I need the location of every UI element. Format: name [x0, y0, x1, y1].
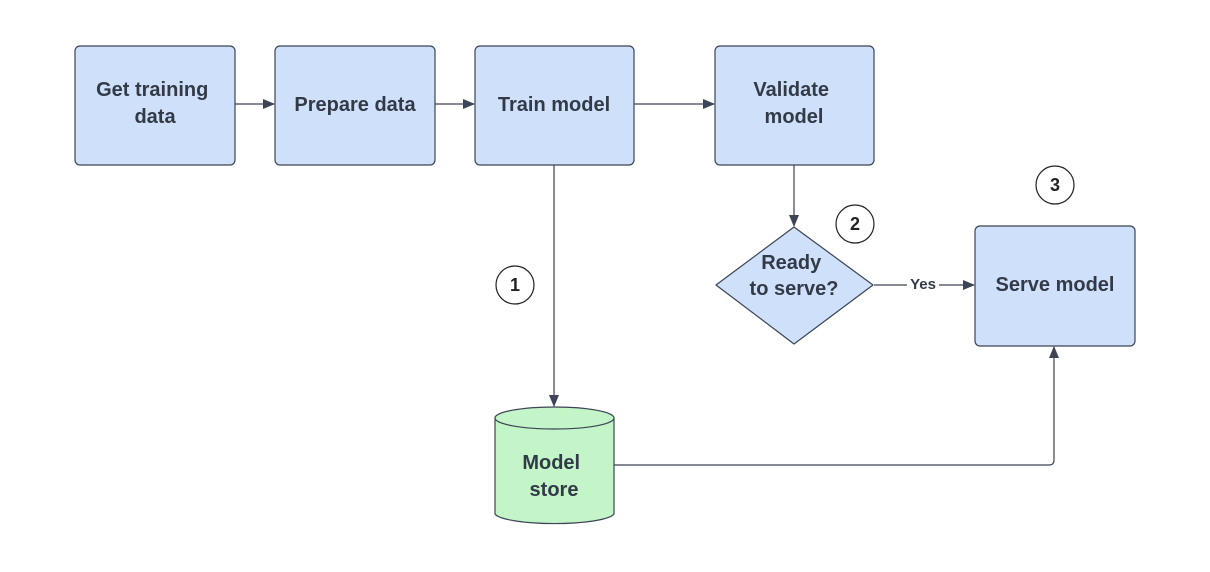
step-marker-label: 2 [850, 214, 860, 234]
node-validate-model[interactable]: Validate model [714, 45, 875, 166]
node-label-line: data [134, 106, 176, 128]
svg-text:Serve model: Serve model [996, 274, 1115, 296]
step-marker-2: 2 [835, 204, 875, 244]
node-ready-to-serve-decision[interactable]: Ready to serve? [715, 226, 874, 345]
svg-text:Get training data: Get training data [96, 79, 214, 128]
svg-text:Validate model: Validate model [753, 79, 834, 128]
node-label-line: Serve model [996, 274, 1115, 296]
node-label-line: Validate [753, 79, 829, 101]
node-label-line: Ready [761, 252, 822, 274]
node-serve-model[interactable]: Serve model [974, 225, 1136, 347]
node-label-line: to serve? [750, 278, 839, 300]
edge-store-to-serve [614, 346, 1059, 466]
node-model-store[interactable]: Model store [494, 406, 615, 525]
node-label-line: Model [522, 452, 580, 474]
step-marker-1: 1 [495, 265, 535, 305]
svg-text:Prepare data: Prepare data [294, 94, 416, 116]
node-label-line: Get training [96, 79, 208, 101]
edges: Yes [235, 99, 1059, 466]
node-label-line: Prepare data [294, 94, 416, 116]
node-prepare-data[interactable]: Prepare data [274, 45, 436, 166]
node-train-model[interactable]: Train model [474, 45, 635, 166]
svg-text:Model store: Model store [522, 452, 585, 501]
step-marker-label: 1 [510, 275, 520, 295]
node-get-training-data[interactable]: Get training data [74, 45, 236, 166]
node-label-line: store [530, 479, 579, 501]
step-marker-3: 3 [1035, 165, 1075, 205]
svg-text:Ready to serve?: Ready to serve? [750, 252, 839, 300]
yes-label-bg [907, 276, 939, 293]
svg-text:Train model: Train model [498, 94, 610, 116]
node-label-line: model [765, 106, 824, 128]
edge-label-yes: Yes [910, 276, 936, 293]
step-marker-label: 3 [1050, 175, 1060, 195]
node-label-line: Train model [498, 94, 610, 116]
